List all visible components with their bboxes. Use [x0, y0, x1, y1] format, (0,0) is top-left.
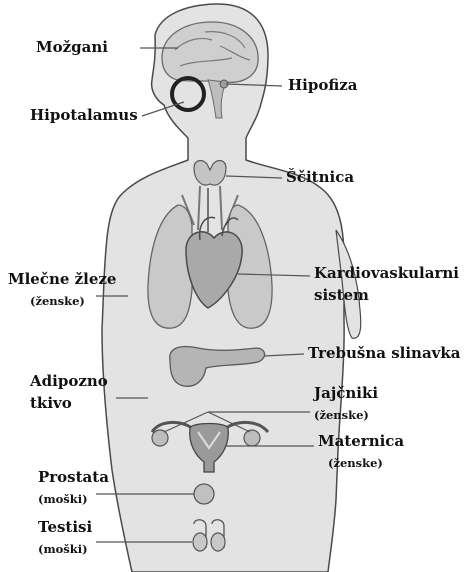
label-testisi-sub: (moški) [38, 544, 88, 556]
label-jajcniki-sub: (ženske) [314, 410, 369, 422]
label-prostata-sub: (moški) [38, 494, 88, 506]
right-ovary [244, 430, 260, 446]
label-mlecne-sub: (ženske) [30, 296, 85, 308]
label-mlecne: Mlečne žleze [8, 272, 116, 287]
label-adipozno-1: Adipozno [30, 374, 108, 389]
label-mozgani: Možgani [36, 40, 108, 55]
label-maternica: Maternica [318, 434, 404, 449]
label-hipotalamus: Hipotalamus [30, 108, 138, 123]
label-adipozno-2: tkivo [30, 396, 72, 411]
left-testis [193, 533, 207, 551]
label-kardio-1: Kardiovaskularni [314, 266, 459, 281]
label-kardio-2: sistem [314, 288, 369, 303]
label-jajcniki: Jajčniki [314, 386, 378, 401]
left-ovary [152, 430, 168, 446]
right-testis [211, 533, 225, 551]
prostate [194, 484, 214, 504]
label-maternica-sub: (ženske) [328, 458, 383, 470]
label-scitnica: Ščitnica [286, 170, 354, 185]
label-hipofiza: Hipofiza [288, 78, 358, 93]
label-testisi: Testisi [38, 520, 92, 535]
label-prostata: Prostata [38, 470, 109, 485]
label-trebusna: Trebušna slinavka [308, 346, 461, 361]
